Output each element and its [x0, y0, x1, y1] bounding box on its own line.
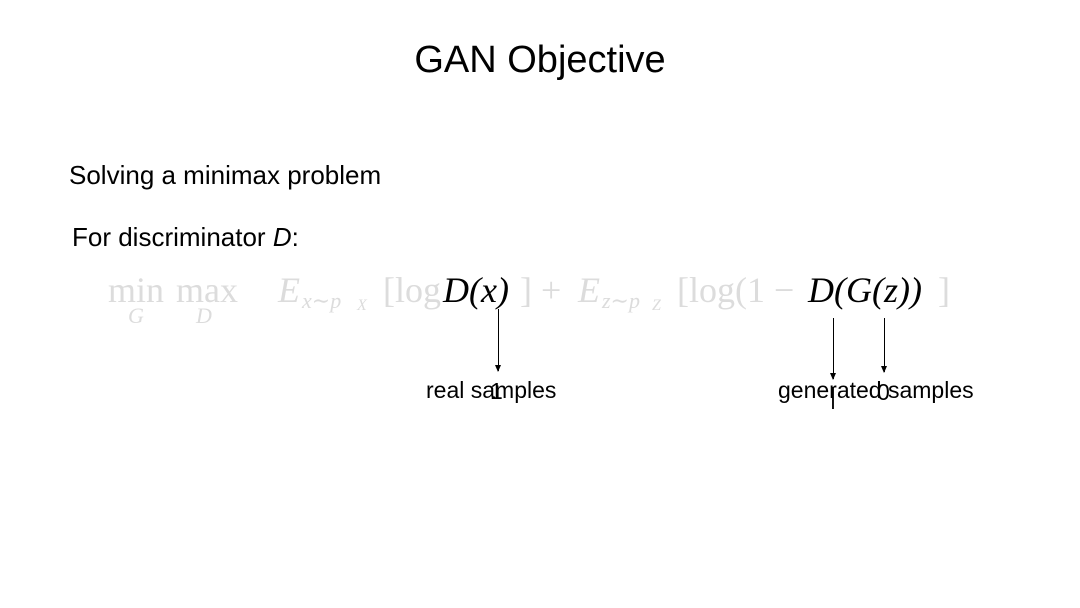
arrow-generated-right — [881, 318, 887, 373]
bullet-discriminator: For discriminator D: — [72, 221, 299, 253]
formula-expectation-z-sub: z∼p — [602, 288, 640, 313]
label-real-target: 1 — [490, 378, 503, 404]
label-generated-samples: generated samples — [778, 377, 974, 403]
formula-expectation-z: E — [578, 270, 600, 310]
formula-expectation-z-subsub: Z — [652, 297, 661, 314]
bullet-minimax: Solving a minimax problem — [69, 160, 382, 190]
bullet-discriminator-var: D — [272, 222, 292, 252]
label-real-samples: real samples — [426, 377, 557, 403]
formula-min-sub: G — [128, 303, 144, 328]
label-generated-target-right: 0 — [877, 379, 890, 405]
formula-min: min — [108, 270, 165, 310]
formula-bracket1-close: ] + — [520, 270, 562, 310]
formula-bracket2-open: [log(1 − — [677, 270, 795, 310]
formula-bracket2-close: ] — [938, 270, 950, 310]
formula-max: max — [176, 270, 238, 310]
label-generated-target-left: | — [830, 383, 836, 409]
formula-max-sub: D — [196, 303, 212, 328]
formula-expectation-x-sub: x∼p — [302, 288, 342, 313]
formula-expectation-x-subsub: X — [357, 297, 367, 314]
arrow-real — [495, 309, 501, 372]
arrow-generated-left — [830, 318, 836, 380]
slide-title: GAN Objective — [414, 39, 666, 81]
formula-expectation-x: E — [278, 270, 300, 310]
formula-d-of-x: D(x) — [443, 270, 509, 310]
formula-bracket1-open: [log — [383, 270, 441, 310]
formula-d-of-g-of-z: D(G(z)) — [808, 270, 922, 310]
bullet-discriminator-text: For discriminator — [72, 222, 273, 252]
bullet-discriminator-colon: : — [291, 222, 299, 252]
